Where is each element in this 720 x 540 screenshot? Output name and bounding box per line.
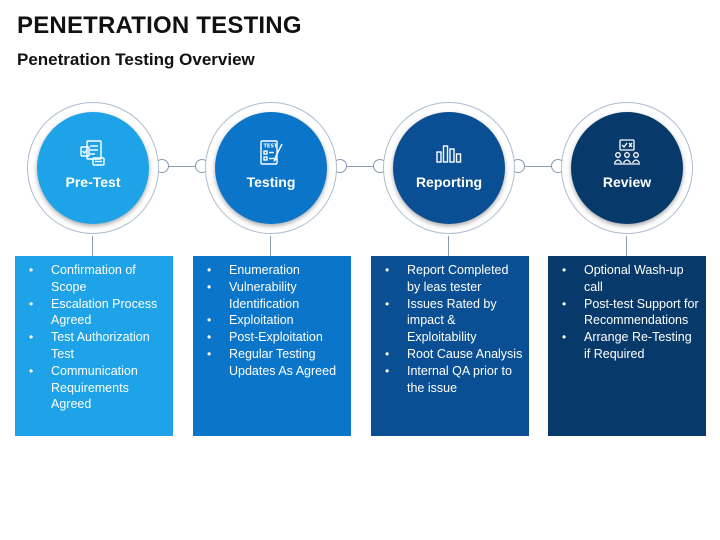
stage-list-testing: Enumeration Vulnerability Identification…: [193, 262, 345, 380]
stage-box-reporting: Report Completed by leas tester Issues R…: [371, 256, 529, 436]
connector-line-2: [335, 166, 385, 167]
stage-circle-reporting: Reporting: [393, 112, 505, 224]
connector-line-1: [157, 166, 207, 167]
drop-line-3: [448, 236, 449, 256]
list-item: Internal QA prior to the issue: [385, 363, 523, 397]
list-item: Issues Rated by impact & Exploitability: [385, 296, 523, 346]
list-item: Root Cause Analysis: [385, 346, 523, 363]
stage-list-pre-test: Confirmation of Scope Escalation Process…: [15, 262, 167, 413]
stage-box-review: Optional Wash-up call Post-test Support …: [548, 256, 706, 436]
bar-chart-icon: [436, 145, 462, 163]
list-item: Vulnerability Identification: [207, 279, 345, 313]
page-title: PENETRATION TESTING: [17, 12, 302, 39]
page-subtitle: Penetration Testing Overview: [17, 50, 255, 69]
stage-circle-review: Review: [571, 112, 683, 224]
drop-line-1: [92, 236, 93, 256]
stage-list-review: Optional Wash-up call Post-test Support …: [548, 262, 700, 363]
list-item: Test Authorization Test: [29, 329, 167, 363]
list-item: Communication Requirements Agreed: [29, 363, 167, 413]
stage-box-testing: Enumeration Vulnerability Identification…: [193, 256, 351, 436]
list-item: Report Completed by leas tester: [385, 262, 523, 296]
stage-label-reporting: Reporting: [415, 174, 483, 190]
list-item: Regular Testing Updates As Agreed: [207, 346, 345, 380]
list-item: Arrange Re-Testing if Required: [562, 329, 700, 363]
stage-label-testing: Testing: [246, 174, 296, 190]
drop-line-2: [270, 236, 271, 256]
test-sheet-pencil-icon: TEST: [260, 140, 283, 165]
list-item: Enumeration: [207, 262, 345, 279]
checklist-document-icon: [80, 140, 105, 166]
stage-circle-pre-test: Pre-Test: [37, 112, 149, 224]
list-item: Escalation Process Agreed: [29, 296, 167, 330]
stage-box-pre-test: Confirmation of Scope Escalation Process…: [15, 256, 173, 436]
connector-line-3: [513, 166, 563, 167]
list-item: Exploitation: [207, 312, 345, 329]
stage-label-review: Review: [602, 174, 652, 190]
stage-list-reporting: Report Completed by leas tester Issues R…: [371, 262, 523, 396]
svg-text:TEST: TEST: [264, 144, 278, 150]
list-item: Post-Exploitation: [207, 329, 345, 346]
drop-line-4: [626, 236, 627, 256]
stage-label-pre-test: Pre-Test: [65, 174, 121, 190]
stage-circle-testing: TEST Testing: [215, 112, 327, 224]
list-item: Confirmation of Scope: [29, 262, 167, 296]
list-item: Post-test Support for Recommendations: [562, 296, 700, 330]
team-meeting-icon: [613, 139, 641, 165]
list-item: Optional Wash-up call: [562, 262, 700, 296]
